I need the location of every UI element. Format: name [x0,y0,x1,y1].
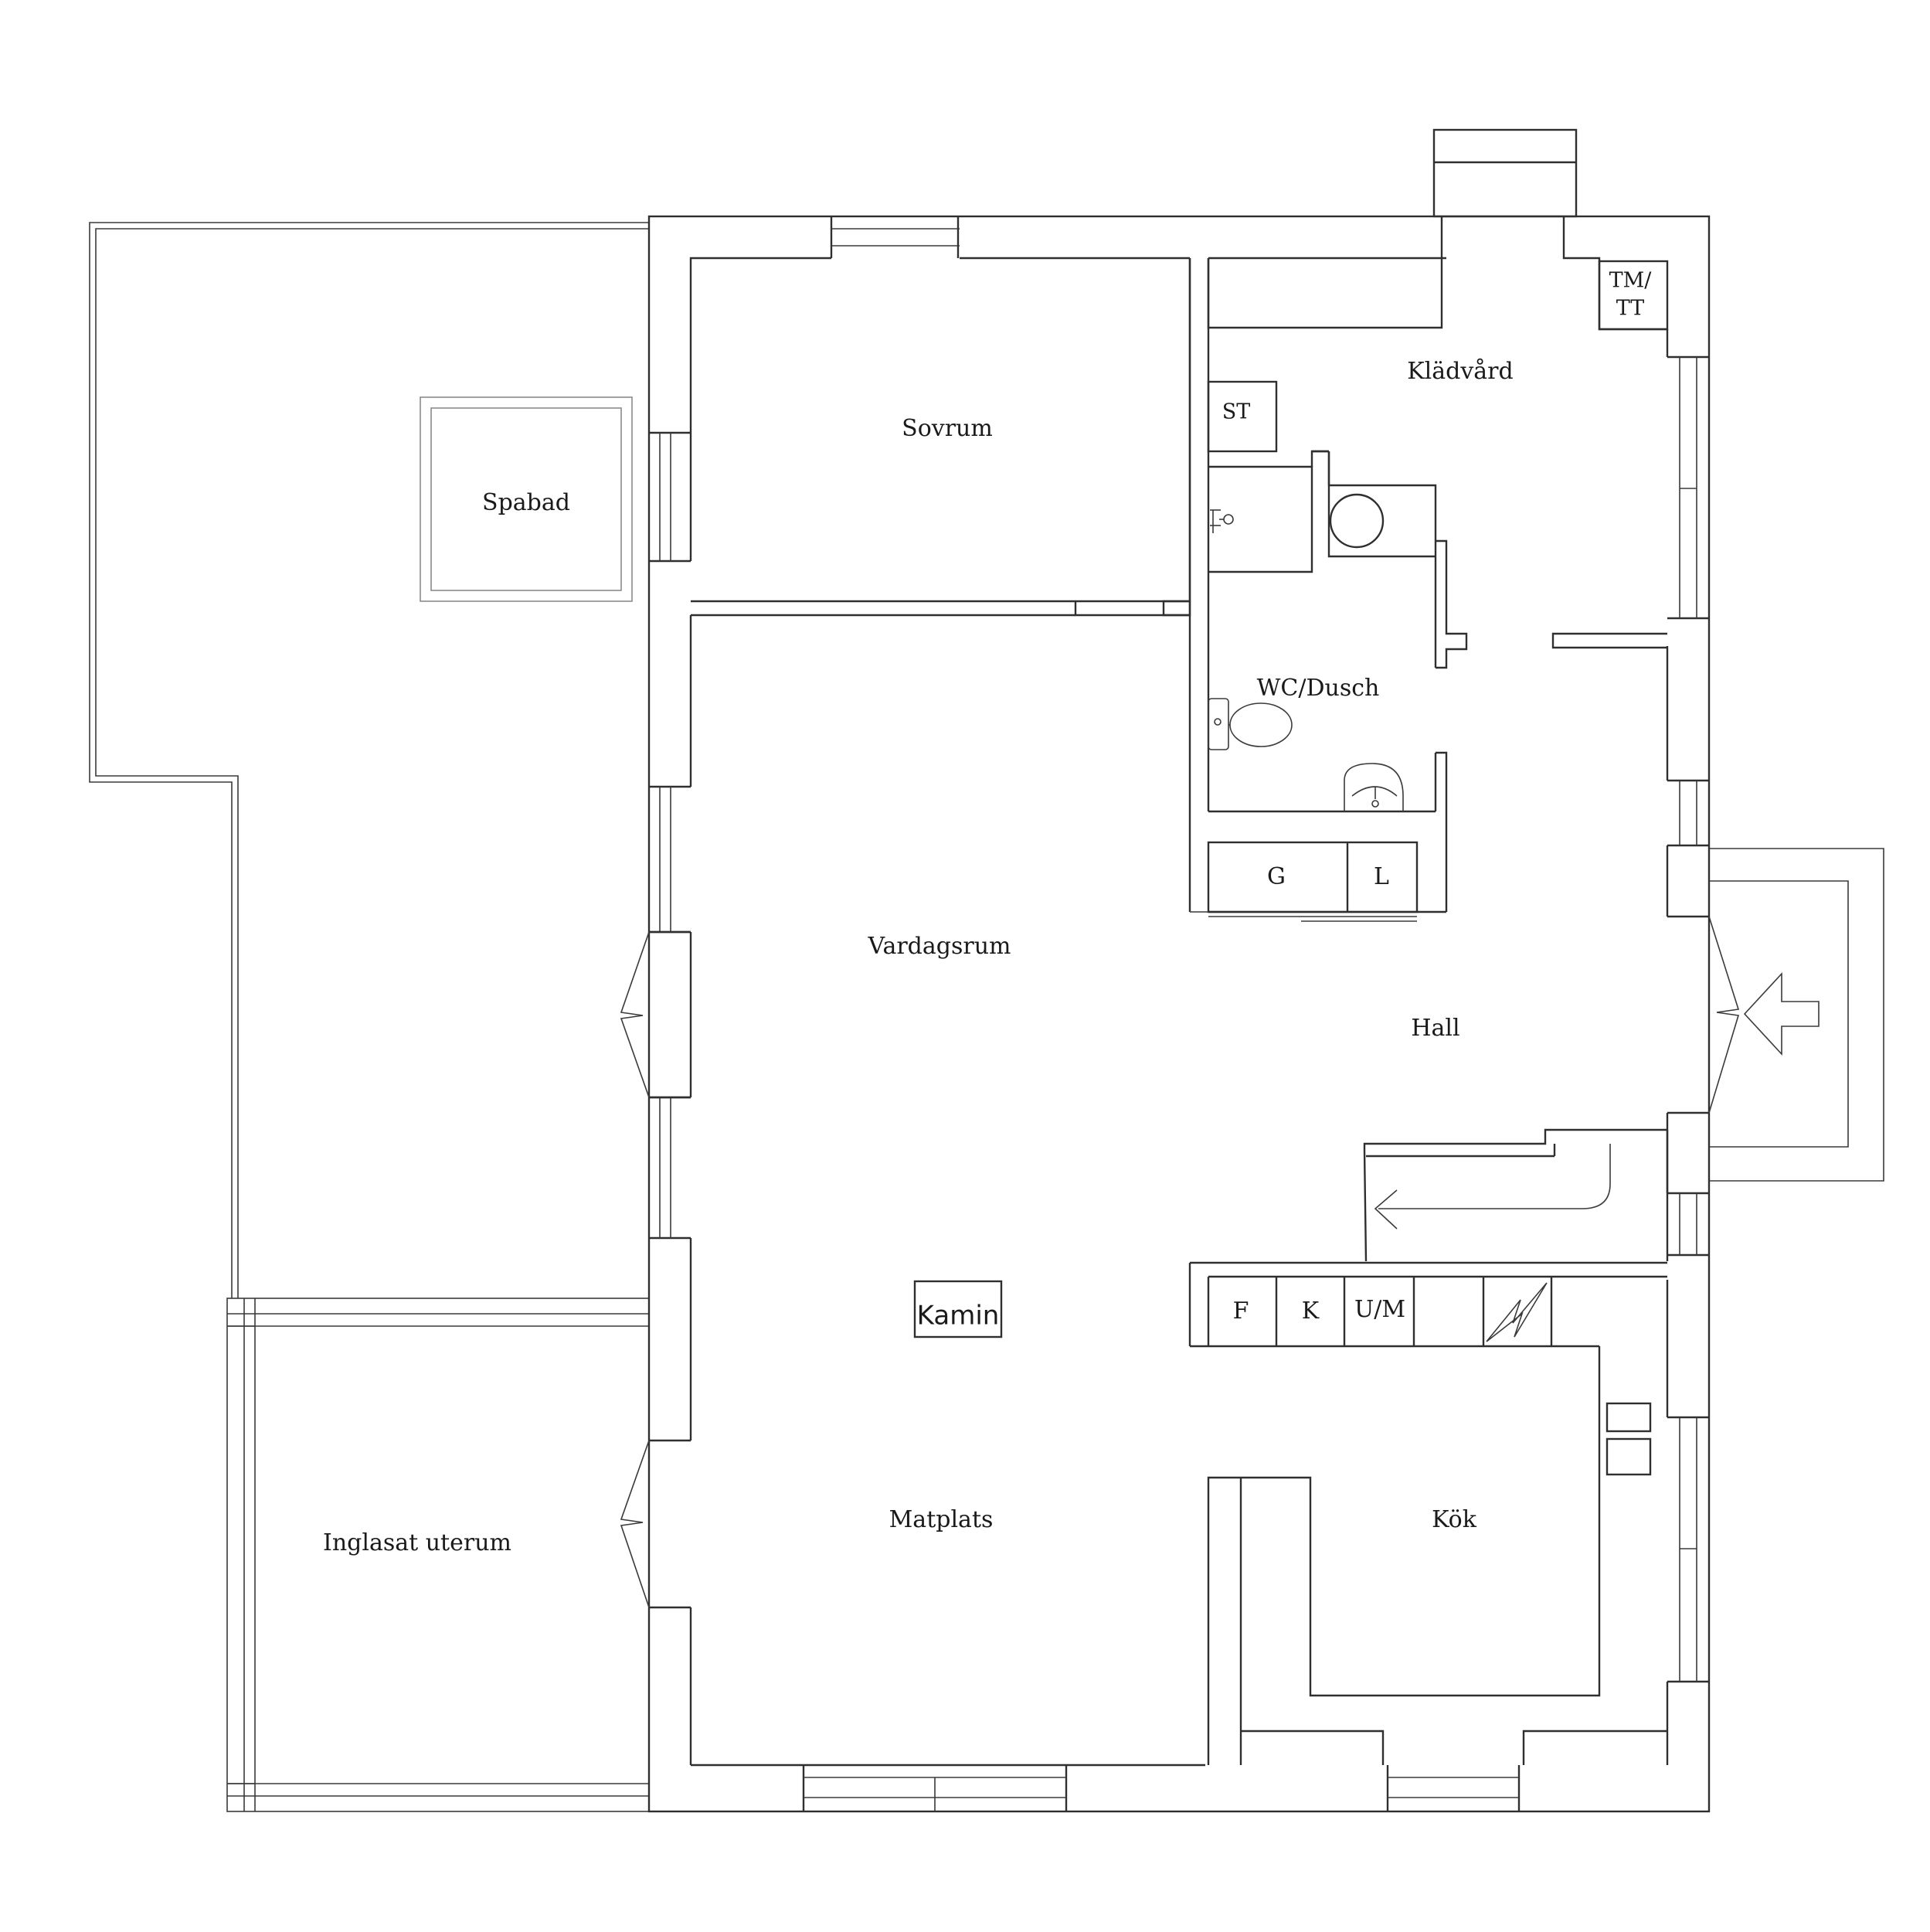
room-label-vardagsrum: Vardagsrum [868,933,1011,960]
room-label-matplats: Matplats [889,1506,994,1533]
fixture-label-f: F [1233,1298,1249,1325]
utility-walls [1188,216,1669,922]
window-right-3 [1667,1192,1709,1257]
room-label-hall: Hall [1411,1015,1459,1042]
fixture-label-k: K [1302,1298,1320,1325]
window-right-2 [1667,779,1709,847]
fixture-label-tm: TM/ [1609,269,1653,293]
window-left-3 [649,1096,691,1240]
washbasin-icon [1344,763,1404,811]
window-right-1 [1667,355,1709,620]
fixture-label-um: U/M [1354,1296,1405,1323]
fireplace [913,1280,1003,1338]
electric-panel-icon [1486,1282,1548,1342]
room-label-wc-dusch: WC/Dusch [1257,675,1380,702]
room-label-kladvard: Klädvård [1407,358,1513,385]
door-left-matplats [620,1439,691,1609]
toilet-icon [1208,698,1293,750]
door-left-vardagsrum [620,930,691,1099]
fixture-label-kamin: Kamin [917,1301,1000,1332]
room-label-spabad: Spabad [482,489,570,516]
window-left-1 [649,431,691,563]
hall-closet [1363,1128,1669,1262]
window-bottom-1 [802,1765,1068,1811]
fixture-label-l: L [1374,863,1389,890]
small-sink-icon [1210,509,1234,533]
window-left-2 [649,785,691,934]
fixture-label-g: G [1267,863,1286,890]
terrace-outline [89,222,649,1298]
room-label-inglasat-uterum: Inglasat uterum [323,1529,511,1556]
exterior-walls [647,128,1711,1813]
window-bottom-2 [1386,1765,1521,1811]
room-label-kok: Kök [1432,1506,1477,1533]
inner-wall-faces [620,216,1740,1811]
room-label-sovrum: Sovrum [902,415,993,442]
kitchen-walls [1188,1261,1667,1765]
fixture-label-st: ST [1222,400,1251,424]
entrance-door [1667,915,1740,1114]
fixture-label-tt: TT [1616,297,1645,321]
window-right-4 [1667,1416,1709,1683]
spabad [420,396,633,602]
entrance-step [1709,848,1884,1182]
entrance-arrow-icon [1743,971,1820,1056]
